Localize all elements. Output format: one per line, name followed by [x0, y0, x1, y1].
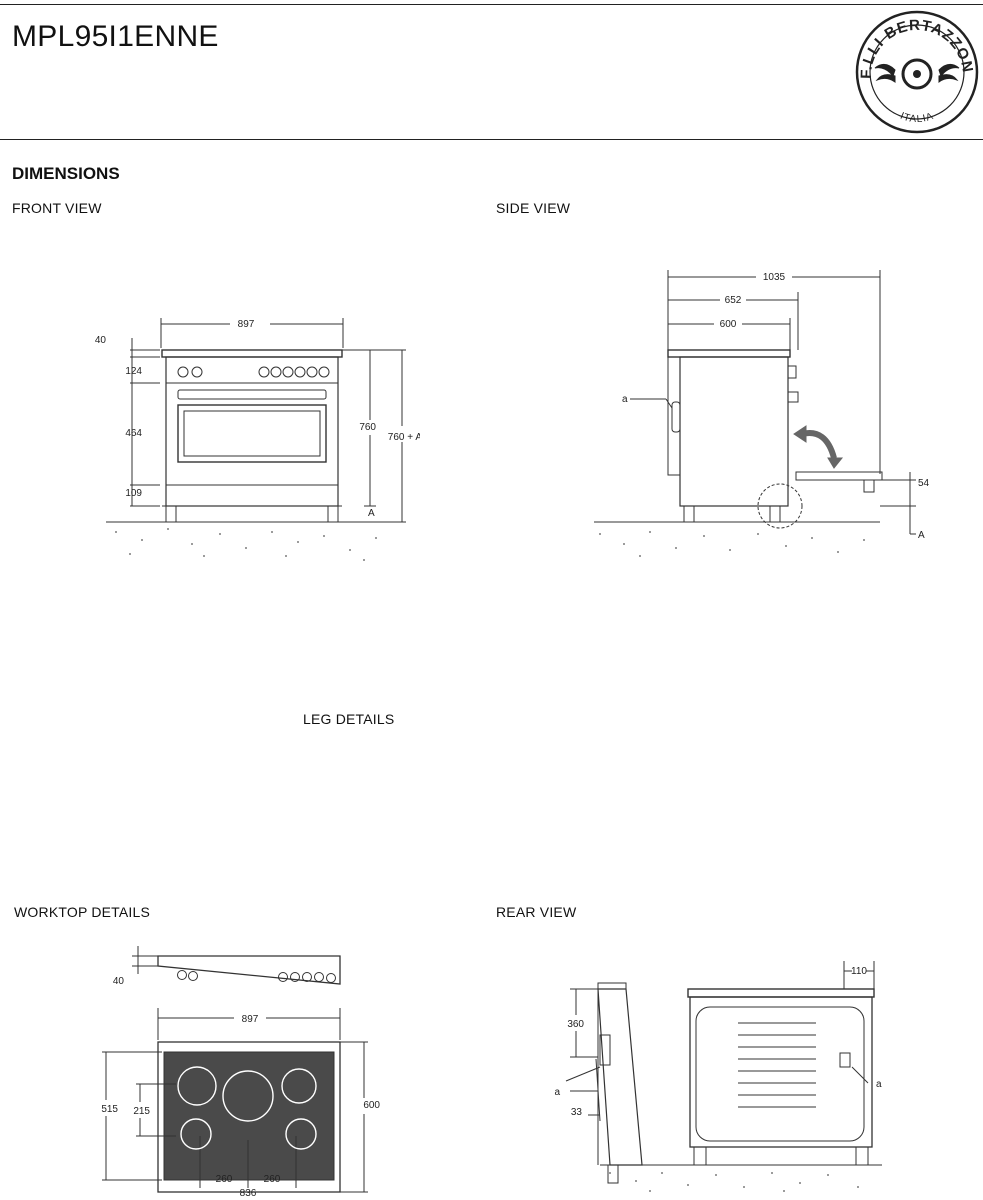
leg-details-label: LEG DETAILS	[303, 711, 395, 727]
front-view-drawing: 897 40 124 464 109 760 760 + A A	[95, 318, 420, 561]
front-height-a-label: 760 + A	[388, 432, 420, 443]
front-oven-label: 464	[125, 428, 142, 439]
worktop-drawing: 40 897 515 215 600 260 260 836	[101, 946, 380, 1199]
front-view-label: FRONT VIEW	[12, 200, 102, 216]
worktop-spacing-right-label: 260	[264, 1174, 281, 1185]
front-top-label: 40	[95, 335, 107, 346]
front-a-label: A	[368, 508, 375, 519]
svg-text:ITALIA: ITALIA	[898, 111, 935, 125]
rear-view-label: REAR VIEW	[496, 904, 577, 920]
section-title: DIMENSIONS	[12, 164, 120, 183]
side-a-lower-label: a	[622, 394, 628, 405]
front-height-label: 760	[359, 422, 376, 433]
rear-a-right-label: a	[876, 1079, 882, 1090]
rear-view-drawing: 110 360 a 33 a	[554, 961, 882, 1192]
top-rule	[0, 4, 983, 5]
worktop-top-label: 40	[113, 976, 125, 987]
worktop-spacing-left-label: 260	[216, 1174, 233, 1185]
worktop-width-label: 897	[242, 1014, 259, 1025]
side-door-label: 54	[918, 478, 930, 489]
front-control-label: 124	[125, 366, 142, 377]
front-base-label: 109	[125, 488, 142, 499]
side-view-label: SIDE VIEW	[496, 200, 571, 216]
rear-offset-label: 110	[851, 966, 867, 977]
worktop-inner-width-label: 836	[240, 1188, 257, 1199]
model-number: MPL95I1ENNE	[12, 20, 219, 53]
front-width-label: 897	[238, 319, 255, 330]
rear-bottom-label: 33	[571, 1107, 583, 1118]
worktop-depth-inner-label: 515	[101, 1104, 118, 1115]
rear-height-label: 360	[567, 1019, 584, 1030]
side-total-label: 1035	[763, 272, 786, 283]
header-bottom-rule	[0, 139, 983, 140]
side-view-drawing: 1035 652 600 a 54 A	[594, 270, 930, 557]
side-a-label: A	[918, 530, 925, 541]
side-depth-label: 600	[720, 319, 737, 330]
side-mid-label: 652	[725, 295, 742, 306]
worktop-depth-outer-label: 600	[363, 1100, 380, 1111]
rear-a-left-label: a	[554, 1087, 560, 1098]
worktop-details-label: WORKTOP DETAILS	[14, 904, 151, 920]
worktop-zone-gap-label: 215	[133, 1106, 150, 1117]
logo-text-bottom: ITALIA	[898, 111, 934, 125]
